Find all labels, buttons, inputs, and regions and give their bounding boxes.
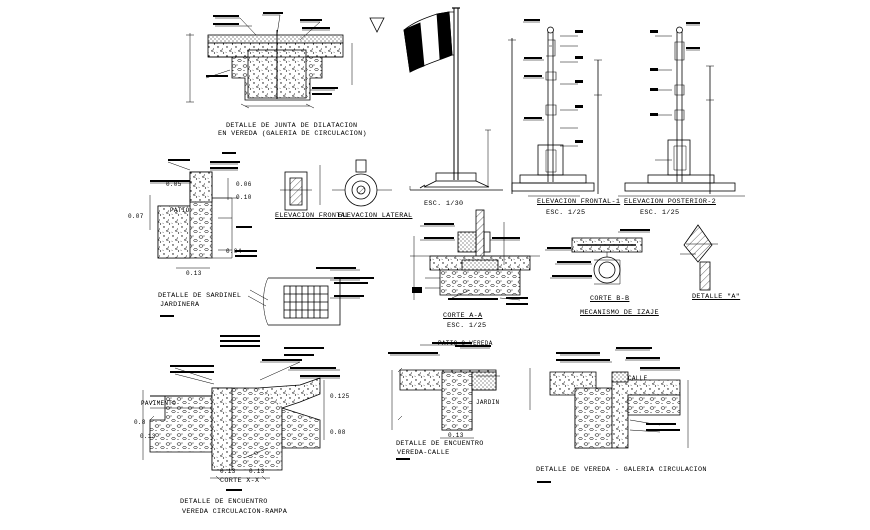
detail-bracket-elevations [280, 159, 392, 211]
detail-corte-aa [410, 209, 540, 301]
dim-008: 0.08 [330, 429, 346, 436]
note-pavimento: PAVIMENTO [141, 400, 177, 407]
scale-frontal: ESC. 1/25 [546, 209, 586, 217]
dim-007: 0.07 [128, 213, 144, 220]
dim-013-calle: 0.13 [448, 432, 464, 439]
dimension-ticks [149, 367, 403, 481]
dim-013-x1: 0.13 [220, 468, 236, 475]
dim-013-left: 0.13 [140, 433, 156, 440]
note-patio: PATIO [170, 207, 190, 214]
title-encuentro-rampa: DETALLE DE ENCUENTRO [180, 498, 268, 506]
dim-0125: 0.125 [330, 393, 350, 400]
detail-elevacion-posterior-2 [618, 24, 745, 197]
detail-mecanismo-izaje [545, 224, 718, 291]
title-corte-bb: CORTE B-B [590, 295, 630, 303]
note-calle: CALLE [628, 375, 648, 382]
title-corte-aa: CORTE A-A [443, 312, 483, 320]
dim-004: 0.04 [226, 248, 242, 255]
detail-encuentro-calle [390, 344, 500, 439]
detail-sardinel-jardinera [149, 161, 238, 269]
title-detalle-a: DETALLE "A" [692, 293, 741, 301]
scale-corte-aa: ESC. 1/25 [447, 322, 487, 330]
title-corte-xx: CORTE X-X [220, 477, 260, 485]
title-junta: DETALLE DE JUNTA DE DILATACION [226, 122, 358, 130]
note-jardin: JARDIN [476, 399, 500, 406]
title-elevacion-frontal-small: ELEVACION FRONTAL [275, 212, 350, 220]
detail-grid-plate [247, 269, 360, 326]
detail-elevacion-frontal-1 [508, 21, 602, 197]
title-encuentro-calle: DETALLE DE ENCUENTRO [396, 440, 484, 448]
title-mecanismo: MECANISMO DE IZAJE [580, 309, 659, 317]
title-elevacion-posterior: ELEVACION POSTERIOR-2 [624, 198, 716, 206]
title-elevacion-lateral-small: ELEVACION LATERAL [338, 212, 413, 220]
title-sardinel-sub: JARDINERA [160, 301, 200, 309]
note-patio-vereda: PATIO O VEREDA [438, 340, 493, 347]
detail-flag-pole [369, 7, 503, 191]
dim-08: 0.8 [134, 419, 146, 426]
dim-005: 0.05 [166, 181, 182, 188]
dim-013: 0.13 [186, 270, 202, 277]
title-vereda-galeria: DETALLE DE VEREDA - GALERIA CIRCULACION [536, 466, 707, 474]
title-elevacion-frontal: ELEVACION FRONTAL-1 [537, 198, 621, 206]
tiny-annotations [150, 12, 700, 491]
detail-vereda-galeria [529, 349, 689, 449]
dim-006: 0.06 [236, 181, 252, 188]
detail-encuentro-rampa [142, 361, 340, 479]
title-junta-sub: EN VEREDA (GALERIA DE CIRCULACION) [218, 130, 367, 138]
scale-flag: ESC. 1/30 [424, 200, 464, 208]
scale-posterior: ESC. 1/25 [640, 209, 680, 217]
detail-junta-dilatacion [186, 14, 353, 109]
dim-010: 0.10 [236, 194, 252, 201]
title-sardinel: DETALLE DE SARDINEL [158, 292, 242, 300]
title-encuentro-calle-sub: VEREDA-CALLE [397, 449, 450, 457]
title-encuentro-rampa-sub: VEREDA CIRCULACION-RAMPA [182, 508, 288, 516]
dim-013-x2: 0.13 [249, 468, 265, 475]
